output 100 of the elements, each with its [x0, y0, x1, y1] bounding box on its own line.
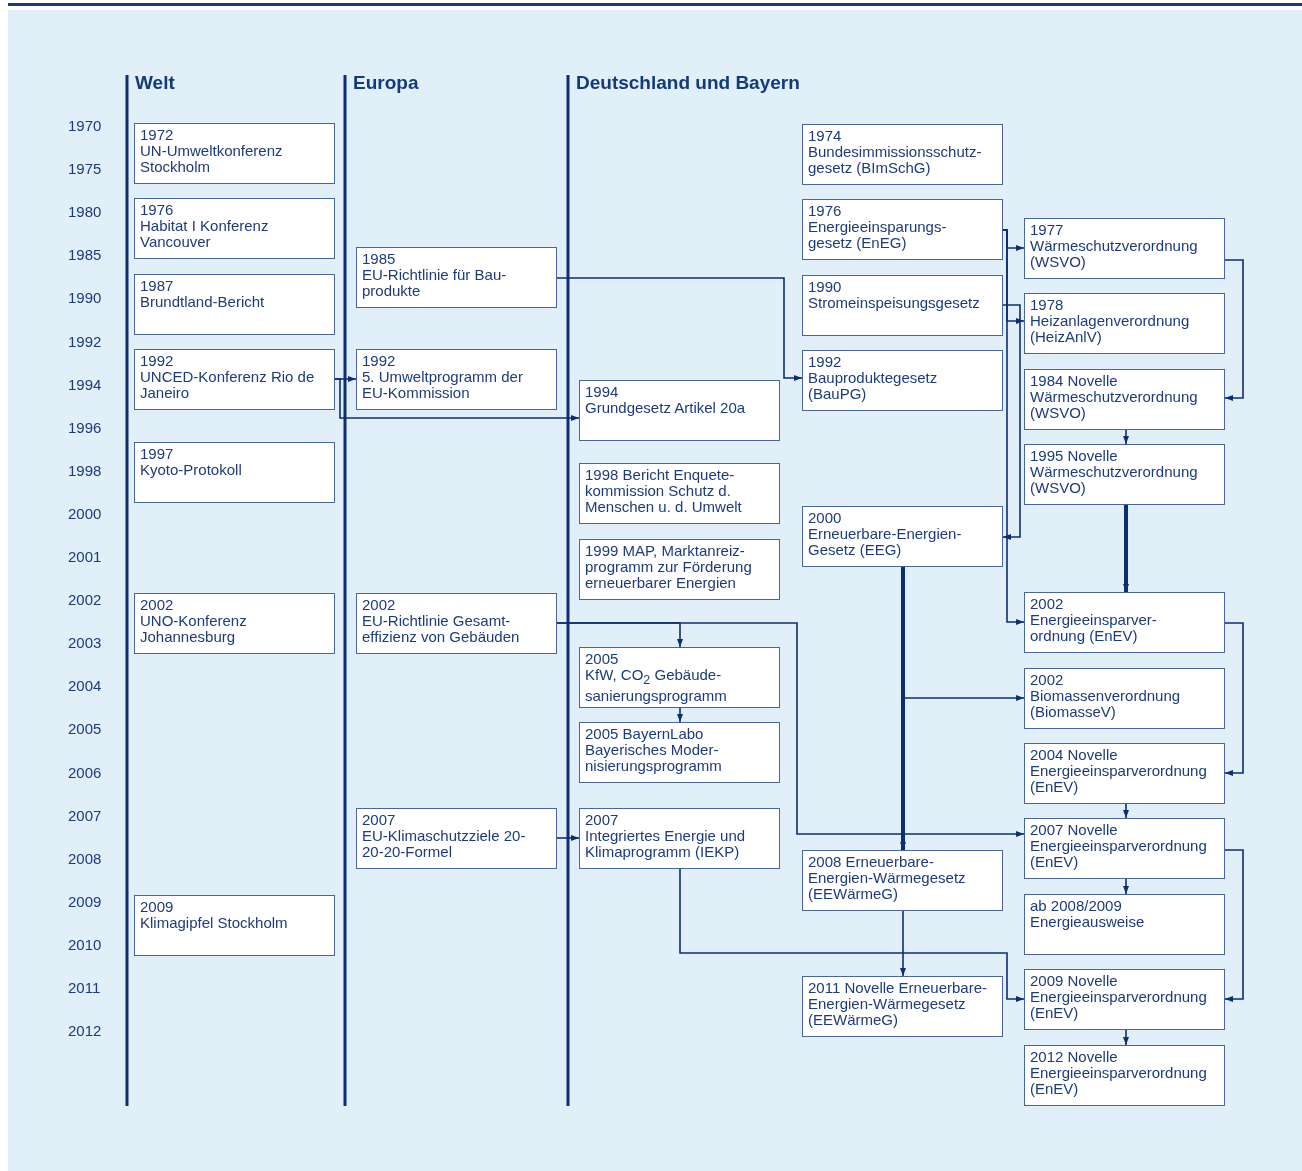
year-text: 1985: [362, 251, 397, 267]
year-label: 1990: [68, 289, 102, 307]
event-text: Energieeinsparverordnung (EnEV): [1030, 1065, 1208, 1097]
year-text: 1972: [140, 127, 175, 143]
arrow: [677, 707, 683, 723]
arrow: [556, 835, 580, 841]
event-box: [1024, 369, 1225, 430]
event-text: EU-Klimaschutzziele 20-20-20-Formel: [362, 828, 527, 860]
event-box: [1024, 293, 1225, 354]
year-text: 1992: [362, 353, 397, 369]
event-box: [134, 442, 335, 503]
year-label: 2006: [68, 763, 102, 781]
event-text: Bauproduktegesetz (BauPG): [808, 370, 939, 402]
year-text: 1997: [140, 446, 175, 462]
event-text: Energieeinsparverordnung (EnEV): [1030, 989, 1208, 1021]
year-label: 2011: [68, 979, 101, 996]
arrow: [1224, 259, 1244, 401]
event-box: [579, 647, 780, 708]
arrow: [1123, 803, 1129, 819]
year-label: 1996: [68, 418, 102, 436]
event-box: [356, 808, 557, 869]
year-text: 1987: [140, 278, 175, 294]
event-text: Energieeinsparverordnung (EnEV): [1030, 763, 1208, 795]
event-text: Energieausweise: [1030, 914, 1146, 930]
event-text: UNCED-Konferenz Rio de Janeiro: [140, 369, 316, 401]
event-box: [134, 123, 335, 184]
year-text: 2005: [585, 651, 620, 667]
year-text: ab 2008/2009: [1030, 898, 1123, 914]
arrow: [556, 622, 1025, 837]
arrow: [900, 910, 906, 977]
year-text: 1977: [1030, 222, 1065, 238]
year-text: 2002: [362, 597, 397, 613]
event-text: UNO-Konferenz Johannesburg: [140, 613, 248, 645]
event-text: Kyoto-Protokoll: [140, 462, 243, 478]
event-box: [1024, 743, 1225, 804]
arrow: [900, 567, 906, 850]
event-box: [802, 506, 1003, 567]
event-text: EU-Richtlinie für Bau- produkte: [362, 267, 508, 299]
year-label: 2008: [68, 849, 102, 867]
event-text: Wärmeschutzverordnung (WSVO): [1030, 464, 1199, 496]
year-text: 2004 Novelle: [1030, 747, 1119, 763]
arrow: [1123, 429, 1129, 445]
event-box: [1024, 1045, 1225, 1106]
event-box: [134, 349, 335, 410]
event-box: [579, 539, 780, 600]
event-text: 5. Umweltprogramm der EU-Kommission: [362, 369, 524, 401]
event-box: [802, 350, 1003, 411]
year-text: 2012 Novelle: [1030, 1049, 1119, 1065]
year-label: 1994: [68, 375, 102, 393]
event-box: [579, 722, 780, 783]
event-box: [1024, 818, 1225, 879]
year-label: 2012: [68, 1022, 102, 1040]
year-label: 1998: [68, 461, 102, 479]
year-text: 2009: [140, 899, 175, 915]
event-text: Integriertes Energie und Klimaprogramm (IEKP): [585, 828, 747, 860]
year-label: 2004: [68, 677, 102, 695]
arrow: [556, 277, 803, 381]
year-label: 2000: [68, 504, 102, 522]
column-heading: Welt: [135, 72, 175, 94]
event-box: [356, 349, 557, 410]
event-text: Wärmeschutzverordnung (WSVO): [1030, 389, 1199, 421]
column-heading: Deutschland und Bayern: [576, 72, 800, 94]
arrow: [1224, 849, 1244, 1002]
year-text: 1992: [808, 354, 843, 370]
event-box: [134, 274, 335, 335]
event-box: [356, 593, 557, 654]
year-label: 1992: [68, 332, 102, 350]
event-box: [1024, 668, 1225, 729]
year-text: 2007: [585, 812, 620, 828]
event-text: Habitat I Konferenz Vancouver: [140, 218, 270, 250]
arrow: [1123, 878, 1129, 895]
event-text: Erneuerbare-Energien- Gesetz (EEG): [808, 526, 963, 558]
event-box: [1024, 444, 1225, 505]
arrow: [1224, 622, 1244, 776]
arrow: [1123, 1029, 1129, 1046]
year-label: 1985: [68, 246, 102, 264]
year-text: 1994: [585, 384, 620, 400]
year-label: 2003: [68, 634, 102, 652]
event-text: Stromeinspeisungsgesetz: [808, 295, 981, 311]
arrow: [1002, 304, 1021, 540]
arrow: [902, 566, 1025, 701]
event-text: Wärmeschutzverordnung (WSVO): [1030, 238, 1199, 270]
event-text: Biomassenverordnung (BiomasseV): [1030, 688, 1182, 720]
year-text: 2000: [808, 510, 843, 526]
year-text: 2002: [1030, 672, 1065, 688]
year-label: 2009: [68, 892, 102, 910]
event-text: Energieeinsparver- ordnung (EnEV): [1030, 612, 1158, 644]
event-text: UN-Umweltkonferenz Stockholm: [140, 143, 284, 175]
event-text: Bundesimmissionsschutz- gesetz (BImSchG): [808, 144, 983, 176]
event-text: 2005 BayernLabo Bayerisches Moder- nisierungsprogramm: [585, 726, 723, 774]
year-text: 1976: [808, 203, 843, 219]
year-label: 2007: [68, 806, 102, 824]
event-box: [1024, 894, 1225, 955]
arrow: [1002, 229, 1025, 625]
event-box: [356, 247, 557, 308]
year-label: 1980: [68, 203, 102, 221]
arrow: [679, 868, 1025, 1002]
event-box: [579, 808, 780, 869]
event-text: Heizanlagenverordnung (HeizAnlV): [1030, 313, 1191, 345]
year-text: 1984 Novelle: [1030, 373, 1119, 389]
